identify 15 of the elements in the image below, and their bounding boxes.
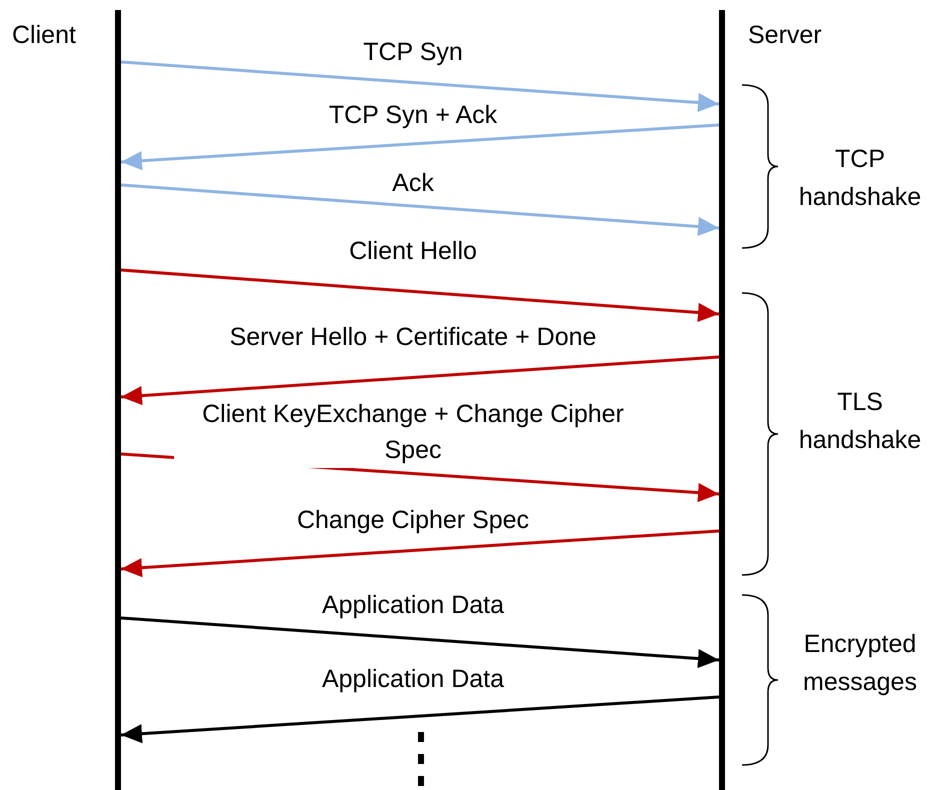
arrow	[120, 60, 720, 112]
participant-label: Client	[12, 20, 76, 51]
arrow	[120, 616, 720, 668]
bracket-label: TCP handshake	[798, 144, 922, 213]
bracket-label: Encrypted messages	[802, 629, 918, 698]
arrow	[120, 124, 720, 170]
arrow	[120, 530, 720, 578]
arrow	[120, 184, 720, 236]
arrow	[120, 268, 720, 322]
lifeline	[115, 10, 121, 790]
bracket-label: TLS handshake	[798, 387, 922, 456]
participant-label: Server	[748, 20, 822, 51]
arrow	[120, 356, 720, 406]
lifeline	[719, 10, 725, 790]
arrow	[120, 696, 720, 744]
